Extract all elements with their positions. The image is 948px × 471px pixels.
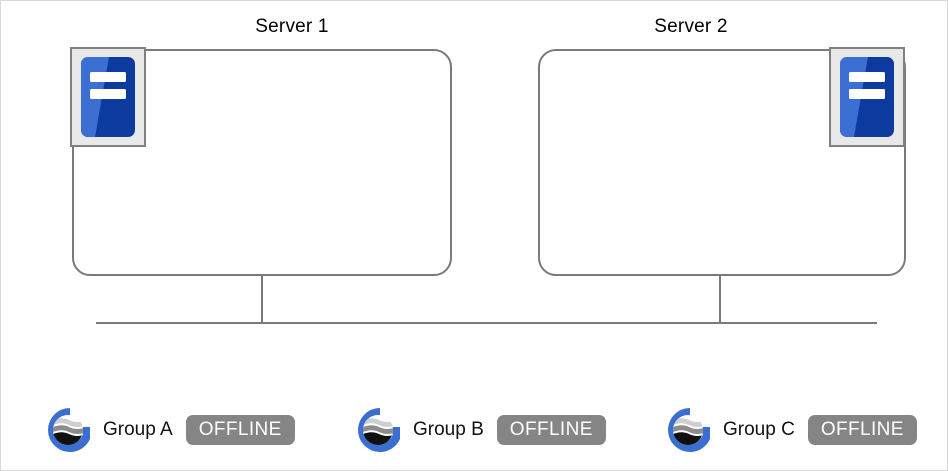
group-item-c[interactable]: Group C OFFLINE: [665, 399, 917, 461]
group-item-a[interactable]: Group A OFFLINE: [45, 399, 295, 461]
server-rack-icon-1-frame[interactable]: [70, 47, 146, 147]
globe-g-logo-icon: [48, 408, 90, 452]
group-b-status-badge[interactable]: OFFLINE: [496, 415, 606, 445]
server-2-drop-line: [719, 276, 721, 324]
server-1-drop-line: [261, 276, 263, 324]
group-c-label: Group C: [723, 419, 795, 440]
server-rack-icon: [840, 57, 894, 137]
group-b-label: Group B: [413, 419, 484, 440]
server-rack-icon-2-frame[interactable]: [829, 47, 905, 147]
group-c-status-badge[interactable]: OFFLINE: [807, 415, 917, 445]
group-item-b[interactable]: Group B OFFLINE: [355, 399, 606, 461]
group-a-label: Group A: [103, 419, 173, 440]
server-2-title: Server 2: [654, 16, 728, 37]
globe-g-logo-icon: [668, 408, 710, 452]
server-1-title: Server 1: [255, 16, 329, 37]
globe-g-logo-icon: [358, 408, 400, 452]
network-bus-line: [96, 322, 877, 324]
server-rack-icon: [81, 57, 135, 137]
group-a-status-badge[interactable]: OFFLINE: [185, 415, 295, 445]
group-status-row: Group A OFFLINE Group B OFFLINE: [1, 399, 947, 461]
